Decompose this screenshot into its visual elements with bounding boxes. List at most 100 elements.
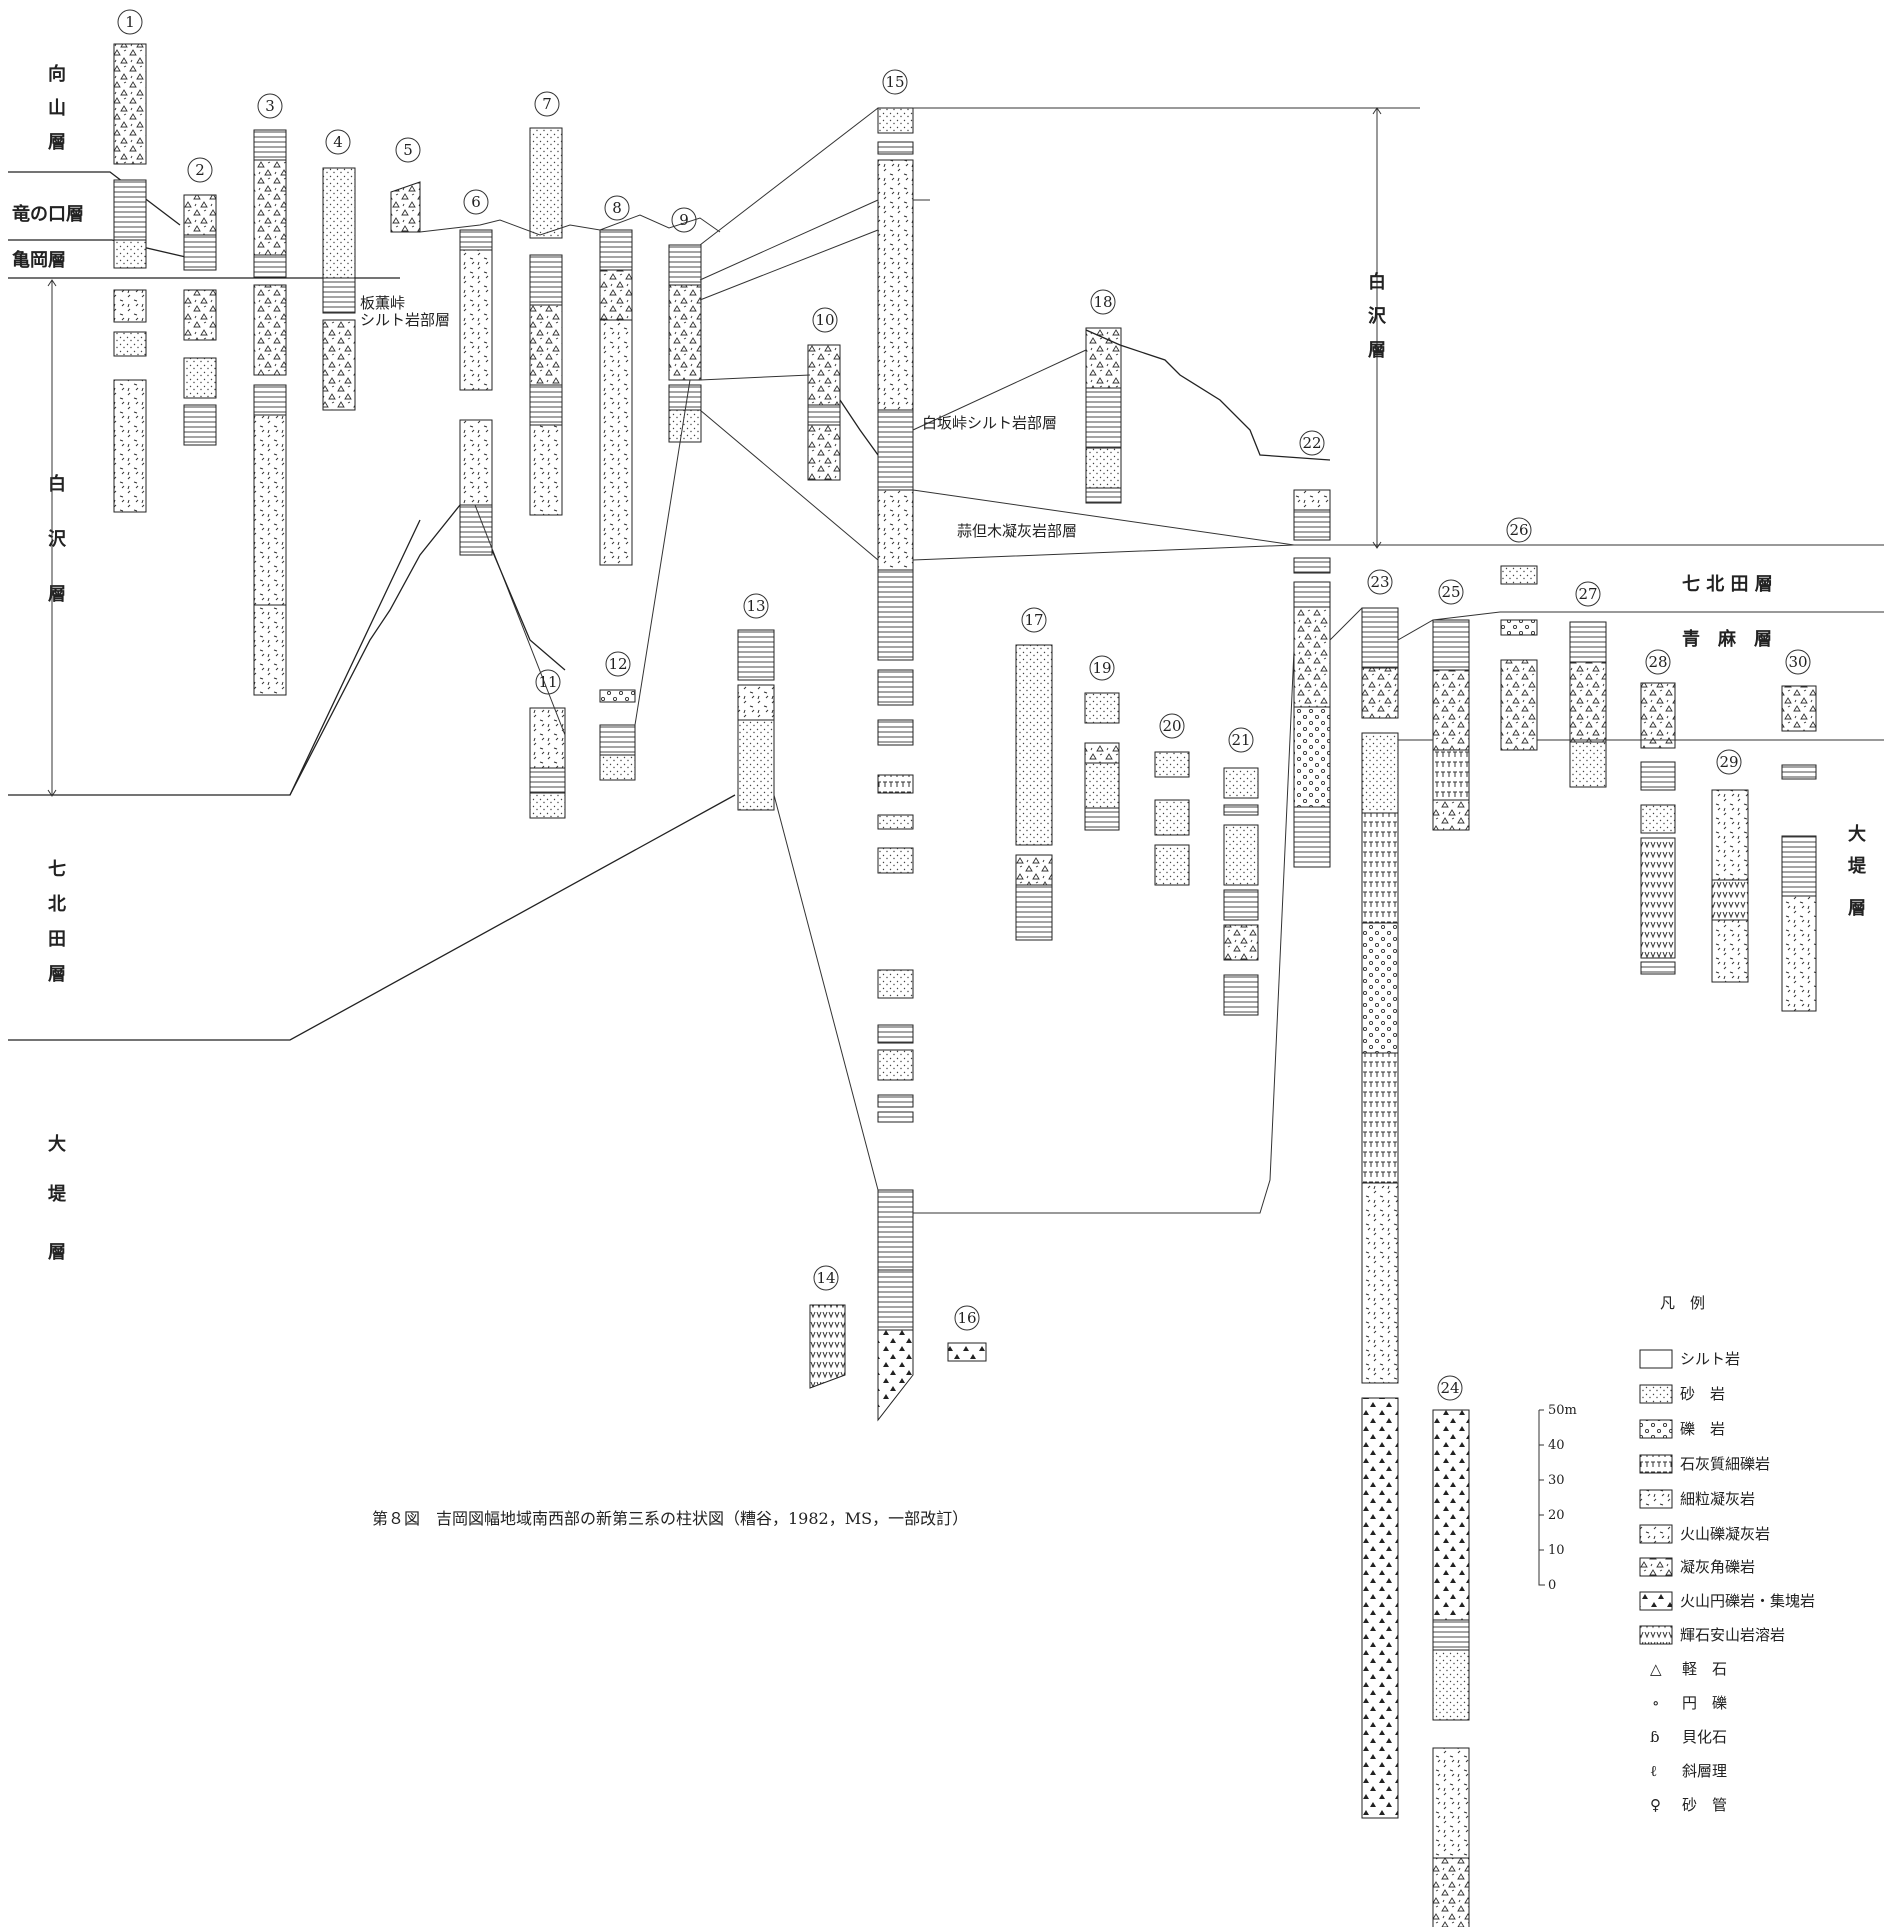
- label-nindagi: 蒜但木凝灰岩部層: [957, 522, 1077, 540]
- arrow-head-down: [47, 789, 57, 797]
- column-3: [253, 129, 287, 696]
- column-9: [668, 244, 702, 443]
- correlation-lines: [289, 107, 1884, 1214]
- column-16: [947, 1342, 987, 1362]
- svg-text:24: 24: [1440, 1379, 1459, 1397]
- right-otsutsumi-1: 大: [1848, 823, 1866, 845]
- column-22: [1293, 489, 1331, 868]
- boundary-tatsunokuchi-base: [8, 239, 191, 259]
- svg-text:15: 15: [885, 73, 904, 91]
- scale-label-50: 50m: [1548, 1403, 1577, 1418]
- scale-label-10: 10: [1548, 1543, 1565, 1558]
- colnum-14: 14: [813, 1265, 839, 1291]
- svg-text:細粒凝灰岩: 細粒凝灰岩: [1680, 1490, 1755, 1508]
- label-mukaiyama-3: 層: [48, 132, 66, 153]
- column-18: [1085, 327, 1122, 504]
- svg-text:9: 9: [679, 211, 689, 229]
- right-formation-labels: 白 沢 層 七 北 田 層 青 麻 層 大 堤 層: [1368, 271, 1867, 919]
- column-29: [1711, 789, 1749, 983]
- label-itakutoge-2: シルト岩部層: [360, 311, 450, 329]
- legend-title: 凡 例: [1660, 1294, 1705, 1312]
- svg-text:23: 23: [1370, 573, 1389, 591]
- colnum-27: 27: [1575, 581, 1601, 607]
- svg-text:凝灰角礫岩: 凝灰角礫岩: [1680, 1558, 1755, 1576]
- column-14: [809, 1304, 846, 1389]
- label-otsutsumi-1: 大: [48, 1133, 66, 1155]
- svg-text:円 礫: 円 礫: [1682, 1694, 1727, 1712]
- svg-text:6: 6: [471, 193, 481, 211]
- legend-item-conglomerate: 礫 岩: [1639, 1419, 1725, 1439]
- svg-text:17: 17: [1024, 611, 1043, 629]
- svg-text:10: 10: [815, 311, 834, 329]
- right-aoso: 青 麻 層: [1682, 628, 1772, 650]
- colnum-2: 2: [187, 157, 213, 183]
- svg-text:礫 岩: 礫 岩: [1680, 1420, 1725, 1438]
- column-23: [1361, 607, 1399, 1384]
- legend-symbol-cross-bedding: ℓ 斜層理: [1650, 1762, 1727, 1780]
- colnum-13: 13: [743, 593, 769, 619]
- scale-bar: 50m 40 30 20 10 0: [1538, 1403, 1577, 1593]
- colnum-18: 18: [1090, 289, 1116, 315]
- label-itakutoge-1: 板薫峠: [360, 294, 405, 312]
- column-30: [1781, 685, 1817, 1012]
- right-thickness-arrow: [1372, 107, 1382, 549]
- colnum-10: 10: [812, 307, 838, 333]
- legend-item-andesite: 輝石安山岩溶岩: [1639, 1625, 1785, 1645]
- svg-text:シルト岩: シルト岩: [1680, 1350, 1740, 1368]
- svg-text:14: 14: [816, 1269, 835, 1287]
- legend: 凡 例 シルト岩 砂 岩 礫 岩 石灰質細礫岩 細粒凝灰岩 火山礫凝灰岩 凝灰角…: [1639, 1294, 1815, 1814]
- scale-label-0: 0: [1548, 1578, 1556, 1593]
- svg-text:軽 石: 軽 石: [1682, 1660, 1727, 1678]
- label-tatsunokuchi: 竜の口層: [12, 203, 84, 225]
- scale-label-20: 20: [1548, 1508, 1565, 1523]
- colnum-6: 6: [463, 189, 489, 215]
- right-nanakitada: 七 北 田 層: [1682, 574, 1773, 595]
- svg-text:20: 20: [1162, 717, 1181, 735]
- svg-text:火山円礫岩・集塊岩: 火山円礫岩・集塊岩: [1680, 1592, 1815, 1610]
- svg-text:輝石安山岩溶岩: 輝石安山岩溶岩: [1680, 1626, 1785, 1644]
- column-15: [877, 107, 914, 1422]
- label-shirasawa-1: 白: [48, 473, 66, 495]
- right-otsutsumi-3: 層: [1848, 898, 1866, 919]
- svg-text:∘: ∘: [1652, 1694, 1659, 1712]
- column-4: [322, 167, 356, 411]
- boundary-shirasawa-base: [8, 519, 421, 796]
- svg-text:25: 25: [1441, 583, 1460, 601]
- svg-text:30: 30: [1788, 653, 1807, 671]
- scale-label-40: 40: [1548, 1438, 1565, 1453]
- colnum-22: 22: [1299, 430, 1325, 456]
- colnum-11: 11: [535, 669, 561, 695]
- column-27: [1569, 621, 1607, 788]
- colnum-28: 28: [1645, 649, 1671, 675]
- column-13: [737, 629, 775, 811]
- colnum-3: 3: [257, 93, 283, 119]
- colnum-15: 15: [882, 69, 908, 95]
- legend-symbol-sand-pipe: ♀砂 管: [1650, 1796, 1727, 1814]
- svg-text:5: 5: [403, 141, 413, 159]
- svg-text:18: 18: [1093, 293, 1112, 311]
- svg-text:13: 13: [746, 597, 765, 615]
- colnum-4: 4: [325, 129, 351, 155]
- column-24: [1361, 1397, 1470, 1927]
- svg-text:22: 22: [1302, 434, 1321, 452]
- label-kameoka: 亀岡層: [12, 249, 66, 271]
- svg-text:3: 3: [265, 97, 275, 115]
- member-labels: 板薫峠 シルト岩部層 白坂峠シルト岩部層 蒜但木凝灰岩部層: [360, 294, 1077, 540]
- colnum-5: 5: [395, 137, 421, 163]
- right-otsutsumi-2: 堤: [1848, 856, 1867, 877]
- label-mukaiyama-1: 向: [48, 63, 66, 85]
- column-7: [529, 127, 563, 516]
- svg-text:ℓ: ℓ: [1650, 1762, 1657, 1780]
- right-shirasawa-1: 白: [1368, 271, 1386, 293]
- column-11: [529, 707, 566, 819]
- label-otsutsumi-2: 堤: [48, 1184, 67, 1205]
- svg-text:斜層理: 斜層理: [1682, 1762, 1727, 1780]
- colnum-24: 24: [1437, 1375, 1463, 1401]
- colnum-19: 19: [1089, 655, 1115, 681]
- svg-text:ɓ: ɓ: [1650, 1728, 1660, 1746]
- svg-text:28: 28: [1648, 653, 1667, 671]
- svg-text:4: 4: [333, 133, 343, 151]
- colnum-9: 9: [671, 207, 697, 233]
- label-nanakitada-4: 層: [48, 964, 66, 985]
